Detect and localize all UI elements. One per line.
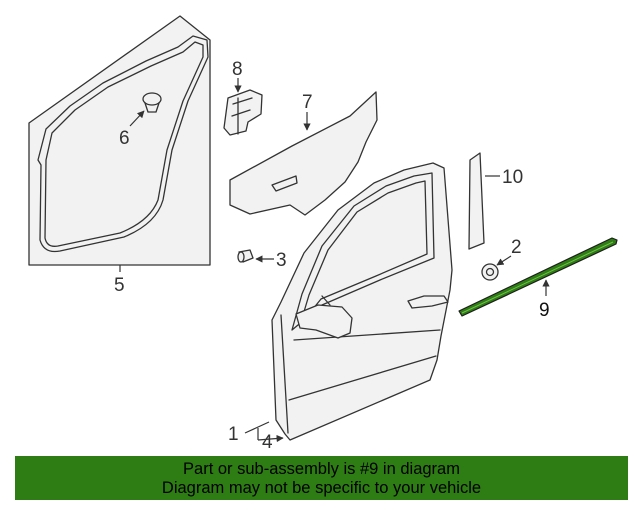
banner-line-1: Part or sub-assembly is #9 in diagram <box>183 460 460 478</box>
callout-8: 8 <box>232 59 243 80</box>
grommet-part-3[interactable] <box>237 249 254 263</box>
clip-part-6[interactable] <box>142 92 162 113</box>
bracket-part-8[interactable] <box>223 89 263 136</box>
callout-4: 4 <box>262 432 273 453</box>
door-opening-weatherstrip[interactable] <box>28 15 211 266</box>
callout-7: 7 <box>302 92 313 113</box>
part-4-leader <box>257 434 284 443</box>
callout-6: 6 <box>119 128 130 149</box>
part-1-leader <box>244 421 270 434</box>
pillar-garnish-part-10[interactable] <box>468 152 485 250</box>
front-door-shell[interactable] <box>271 162 453 441</box>
callout-3: 3 <box>276 250 287 271</box>
fastener-part-2[interactable] <box>481 263 499 281</box>
banner-line-2: Diagram may not be specific to your vehi… <box>161 479 482 497</box>
door-glass-part-7[interactable] <box>229 91 378 216</box>
callout-5: 5 <box>114 275 125 296</box>
callout-10: 10 <box>502 167 523 188</box>
callout-1: 1 <box>228 424 239 445</box>
part-2-leader <box>496 255 512 266</box>
callout-9: 9 <box>539 300 550 321</box>
part-6-leader <box>129 110 145 127</box>
beltline-molding-part-9[interactable] <box>458 237 618 317</box>
callout-2: 2 <box>511 237 522 258</box>
info-banner: Part or sub-assembly is #9 in diagram Di… <box>15 456 628 500</box>
